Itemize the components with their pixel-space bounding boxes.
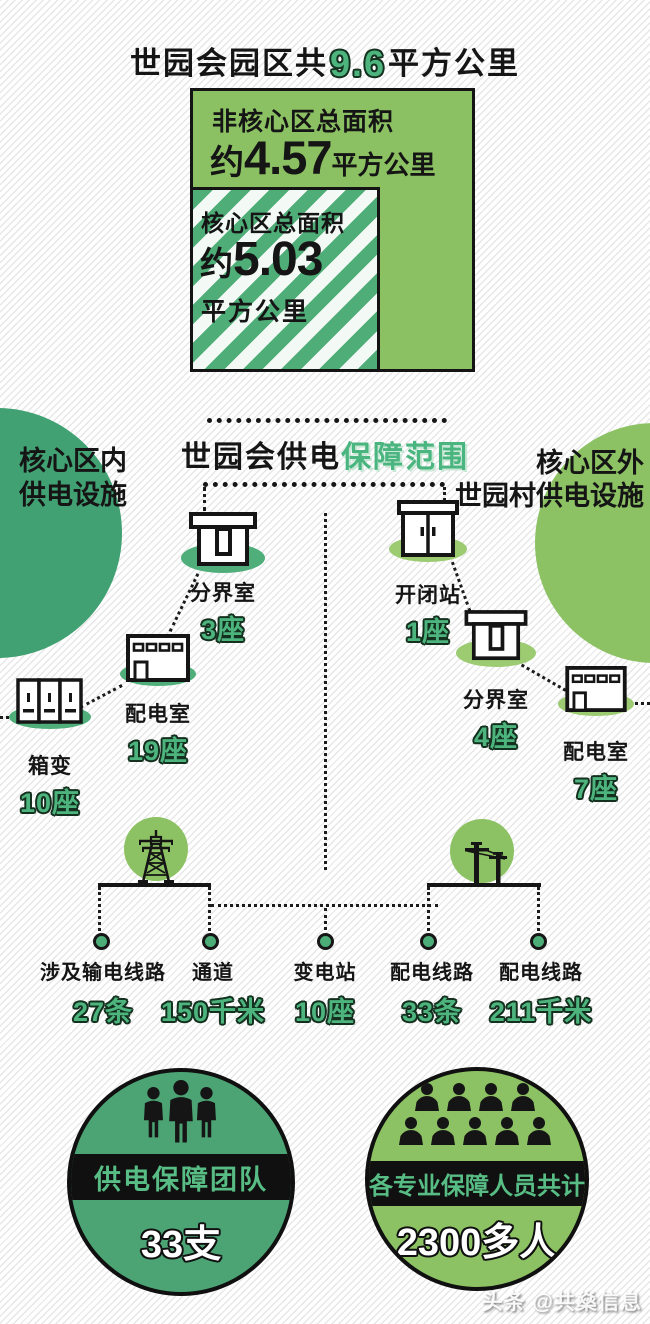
facility-kaibizhan: 开闭站 1座	[380, 500, 476, 649]
team-count: 33支	[140, 1224, 222, 1266]
facility-fenjieshi-core: 分界室 3座	[175, 506, 271, 647]
noncore-area-label: 非核心区总面积	[212, 108, 395, 136]
watermark: 头条 @共燊信息	[481, 1291, 642, 1314]
node-dot	[202, 933, 219, 950]
connector-line	[427, 887, 430, 931]
facility-xiangbian: 箱变 10座	[2, 678, 98, 820]
utility-poles-icon	[465, 842, 508, 884]
core-outside-label: 核心区外世园村供电设施	[455, 448, 644, 511]
node-dot	[530, 933, 547, 950]
stat-substations: 变电站 10座	[255, 956, 395, 1029]
stat-label: 通道	[192, 962, 234, 984]
stat-count: 10座	[294, 997, 356, 1027]
facility-count: 4座	[473, 722, 519, 752]
dotted-rule-bottom	[203, 482, 445, 487]
facility-name: 箱变	[28, 755, 72, 778]
stat-label: 配电线路	[390, 962, 474, 984]
gate-building-icon	[189, 512, 257, 566]
center-divider-line	[324, 513, 327, 870]
stat-distribution-lines: 配电线路 33条	[362, 956, 502, 1029]
stat-distribution-km: 配电线路 211千米	[471, 956, 611, 1029]
gate-building-icon	[464, 610, 528, 661]
team-circle-left: 供电保障团队 33支	[67, 1068, 295, 1296]
title-suffix: 平方公里	[388, 46, 521, 81]
stat-count: 27条	[72, 997, 134, 1027]
people-group-icon	[143, 1080, 216, 1143]
box-transformer-icon	[16, 678, 83, 724]
connector-line	[324, 908, 327, 930]
transmission-tower-icon	[138, 830, 174, 885]
node-dot	[420, 933, 437, 950]
core-area-box	[190, 187, 380, 372]
stat-count: 150千米	[160, 997, 266, 1027]
core-area-label: 核心区总面积	[201, 210, 345, 236]
connector-line	[628, 702, 650, 705]
core-area-value: 约5.03	[200, 233, 323, 286]
facility-name: 开闭站	[395, 584, 461, 607]
core-inside-label: 核心区内供电设施	[19, 446, 127, 510]
facility-name: 分界室	[463, 689, 529, 712]
dotted-rule-top	[207, 418, 447, 423]
stat-label: 配电线路	[499, 962, 583, 984]
team-band: 供电保障团队	[71, 1154, 291, 1200]
facility-count: 1座	[405, 617, 451, 647]
noncore-area-value: 约4.57平方公里	[210, 131, 436, 184]
title-number: 9.6	[329, 43, 387, 84]
team-circle-right: 各专业保障人员共计 2300多人	[365, 1067, 589, 1291]
node-dot	[93, 933, 110, 950]
connector-line	[0, 716, 15, 719]
team-count: 2300多人	[396, 1222, 558, 1264]
facility-name: 配电室	[125, 703, 191, 726]
team-label: 各专业保障人员共计	[369, 1173, 585, 1200]
stat-corridor: 通道 150千米	[143, 956, 283, 1029]
facility-peidianshi-core: 配电室 19座	[110, 630, 206, 768]
facility-count: 10座	[19, 788, 81, 818]
facility-count: 19座	[127, 736, 189, 766]
stat-label: 变电站	[293, 962, 357, 984]
connector-line	[98, 887, 101, 931]
team-label: 供电保障团队	[94, 1164, 268, 1195]
facility-name: 配电室	[563, 741, 629, 764]
scope-title: 世园会供电保障范围	[181, 441, 469, 474]
people-crowd-icon	[399, 1083, 551, 1145]
stat-label: 涉及输电线路	[40, 962, 166, 984]
node-dot	[317, 933, 334, 950]
windowed-building-icon	[126, 634, 190, 682]
connector-line	[443, 487, 446, 507]
facility-count: 3座	[200, 615, 246, 645]
connector-line	[208, 887, 211, 931]
facility-name: 分界室	[190, 582, 256, 605]
windowed-building-icon	[565, 666, 627, 712]
cabinet-building-icon	[397, 500, 459, 557]
stat-count: 33条	[401, 997, 463, 1027]
page-title: 世园会园区共9.6平方公里	[0, 38, 650, 85]
baseline-left	[98, 883, 211, 887]
facility-fenjieshi-village: 分界室 4座	[448, 606, 544, 754]
baseline-right	[427, 883, 541, 887]
title-prefix: 世园会园区共	[129, 46, 328, 81]
connector-line	[537, 887, 540, 931]
facility-peidianshi-village: 配电室 7座	[548, 662, 644, 806]
connector-line	[203, 487, 206, 511]
stat-count: 211千米	[489, 997, 593, 1027]
stat-transmission-lines: 涉及输电线路 27条	[33, 956, 173, 1029]
facility-count: 7座	[573, 774, 619, 804]
team-band: 各专业保障人员共计	[369, 1161, 585, 1206]
core-area-unit: 平方公里	[201, 298, 310, 326]
connector-line	[211, 904, 438, 907]
